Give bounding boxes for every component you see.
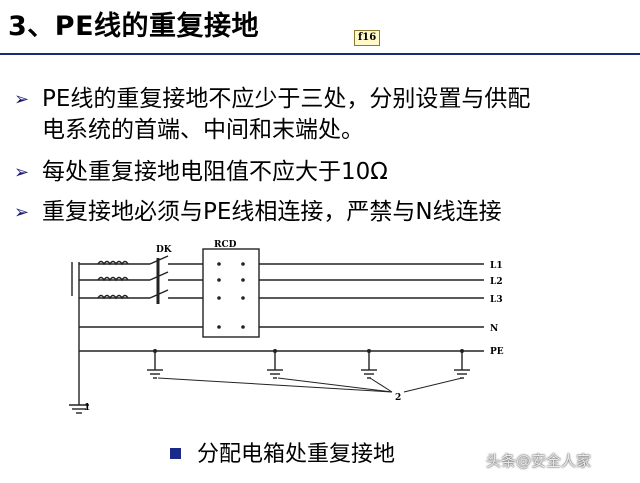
ground-symbol: [361, 351, 377, 379]
line-label-pe: PE: [490, 347, 504, 357]
dk-label: DK: [156, 245, 173, 255]
arrow-bullet-icon: ➢: [14, 202, 30, 223]
ground-symbol-source: [69, 404, 89, 414]
bullet-text: 重复接地必须与PE线相连接，严禁与N线连接: [42, 199, 502, 225]
watermark: 头条@安全人家: [486, 452, 592, 470]
bullet-text: 电系统的首端、中间和末端处。: [42, 117, 364, 143]
caption-text: 分配电箱处重复接地: [197, 442, 396, 467]
rcd-label: RCD: [214, 240, 237, 250]
ground-symbol: [267, 351, 283, 379]
arrow-bullet-icon: ➢: [14, 162, 30, 183]
coil-l1: [97, 260, 129, 266]
line-label-n: N: [490, 324, 498, 334]
line-label-l3: L3: [490, 295, 503, 305]
rcd-contacts: [217, 262, 245, 329]
line-label-l2: L2: [490, 277, 503, 287]
arrow-bullet-icon: ➢: [14, 89, 30, 110]
coil-l3: [97, 294, 129, 300]
rcd-box: [202, 248, 260, 338]
square-bullet-icon: [170, 448, 181, 459]
title-divider: [0, 53, 640, 55]
slide-tag: f16: [354, 30, 381, 46]
ground-label-1: 1: [84, 403, 90, 413]
ground-label-2: 2: [395, 393, 401, 403]
bullet-text: PE线的重复接地不应少于三处，分别设置与供配: [42, 86, 531, 112]
figure-caption: 分配电箱处重复接地: [170, 436, 395, 468]
coil-l2: [97, 276, 129, 282]
ground-symbol: [454, 351, 470, 379]
bullet-text: 每处重复接地电阻值不应大于10Ω: [42, 159, 388, 185]
slide-title: 3、PE线的重复接地: [8, 11, 260, 42]
ground-symbol: [147, 351, 163, 379]
line-label-l1: L1: [490, 261, 503, 271]
